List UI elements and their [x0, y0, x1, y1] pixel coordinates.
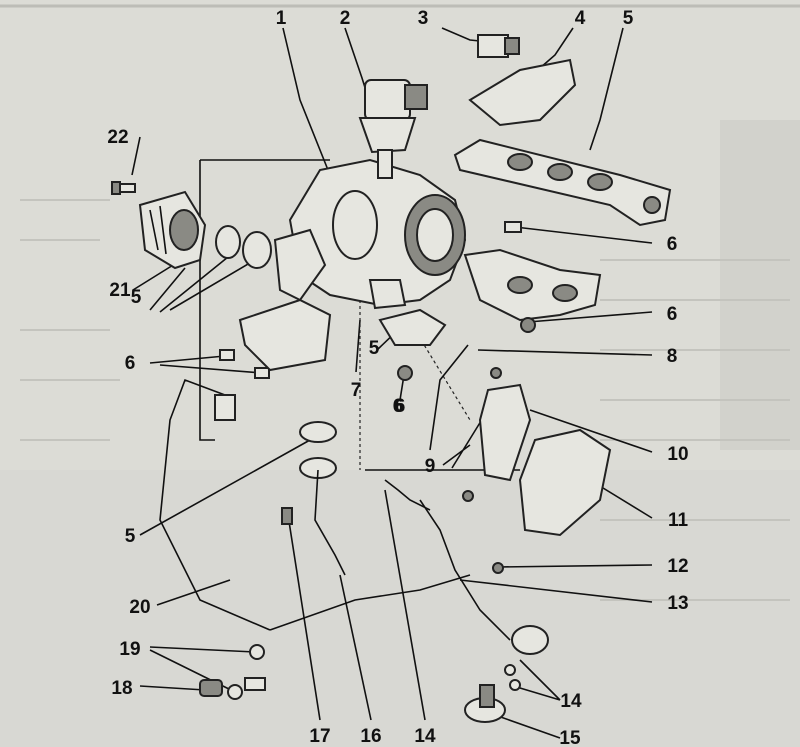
callout-label: 5	[125, 526, 136, 547]
heat-shield-11-icon	[518, 428, 612, 537]
nut-6-icon	[520, 317, 536, 333]
bracket-4-icon	[468, 58, 577, 127]
callout-label: 14	[414, 726, 436, 747]
callout-label: 14	[560, 691, 582, 712]
callout-label: 21	[109, 280, 131, 301]
connector-plug-3-icon	[477, 34, 520, 58]
washer-19-icon	[249, 644, 265, 660]
callout-label: 22	[107, 127, 128, 148]
callout-label: 13	[667, 593, 688, 614]
callout-label: 6	[125, 353, 136, 374]
sleeve-14-icon	[511, 625, 549, 655]
components	[111, 34, 672, 723]
screw-9-icon	[462, 490, 474, 502]
gasket-ring-icon	[215, 225, 241, 259]
callout-label: 20	[129, 597, 150, 618]
washer-19-icon	[227, 684, 243, 700]
callout-label: 17	[309, 726, 330, 747]
callout-label: 6	[667, 304, 678, 325]
callout-label: 5	[131, 287, 142, 308]
actuator-2-icon	[358, 79, 428, 179]
callout-label: 6	[395, 396, 406, 417]
callout-label: 16	[360, 726, 381, 747]
bolt-12-icon	[492, 562, 504, 574]
rod-8-icon	[429, 344, 469, 451]
support-bracket-icon	[238, 298, 332, 372]
callout-label: 15	[559, 728, 581, 747]
callout-label: 3	[418, 8, 429, 29]
callout-label: 5	[623, 8, 634, 29]
callout-label: 19	[119, 639, 140, 660]
bolt-6-icon	[219, 349, 235, 361]
gasket-5-icon	[299, 421, 337, 443]
oil-return-pipe-16-icon	[314, 469, 346, 576]
seal-14-icon	[504, 664, 516, 676]
hose-connector-21-icon	[138, 190, 207, 270]
callout-label: 8	[667, 346, 678, 367]
gasket-ring-icon	[242, 231, 272, 269]
rod-14-icon	[384, 479, 431, 511]
callout-label: 12	[667, 556, 688, 577]
bracket-10-icon	[478, 383, 532, 482]
manifold-gasket-5-icon	[453, 138, 672, 227]
nut-6-icon	[397, 365, 413, 381]
callout-label: 6	[667, 234, 678, 255]
flange-7-icon	[378, 308, 447, 346]
bolt-19-icon	[244, 677, 266, 691]
turbocharger-1-icon	[273, 158, 467, 310]
callout-label: 10	[667, 444, 688, 465]
pipe-fitting-icon	[214, 394, 236, 421]
bolt-18-icon	[199, 679, 223, 697]
bolt-6-icon	[254, 367, 270, 379]
bolt-22-icon	[111, 181, 136, 195]
bolt-17-icon	[281, 507, 293, 525]
leader-lines	[131, 27, 653, 739]
callout-label: 5	[369, 338, 380, 359]
callout-labels: 1 2 3 4 5 22 6 21 5 6 6 5 8 6 7 6 9 10 1…	[107, 8, 688, 747]
bolt-6-icon	[504, 221, 522, 233]
screw-9-icon	[490, 367, 502, 379]
callout-label: 4	[575, 8, 586, 29]
callout-label: 7	[351, 380, 362, 401]
callout-label: 18	[111, 678, 132, 699]
callout-label: 2	[340, 8, 351, 29]
oil-supply-pipe-20-icon	[159, 378, 271, 631]
seal-14-icon	[509, 679, 521, 691]
callout-label: 11	[668, 510, 689, 531]
callout-label: 6	[393, 396, 404, 417]
pipe-13-icon	[419, 499, 511, 641]
callout-label: 9	[425, 456, 436, 477]
plug-15-stem-icon	[479, 684, 495, 708]
callout-label: 1	[276, 8, 287, 29]
exhaust-manifold-icon	[463, 248, 602, 322]
